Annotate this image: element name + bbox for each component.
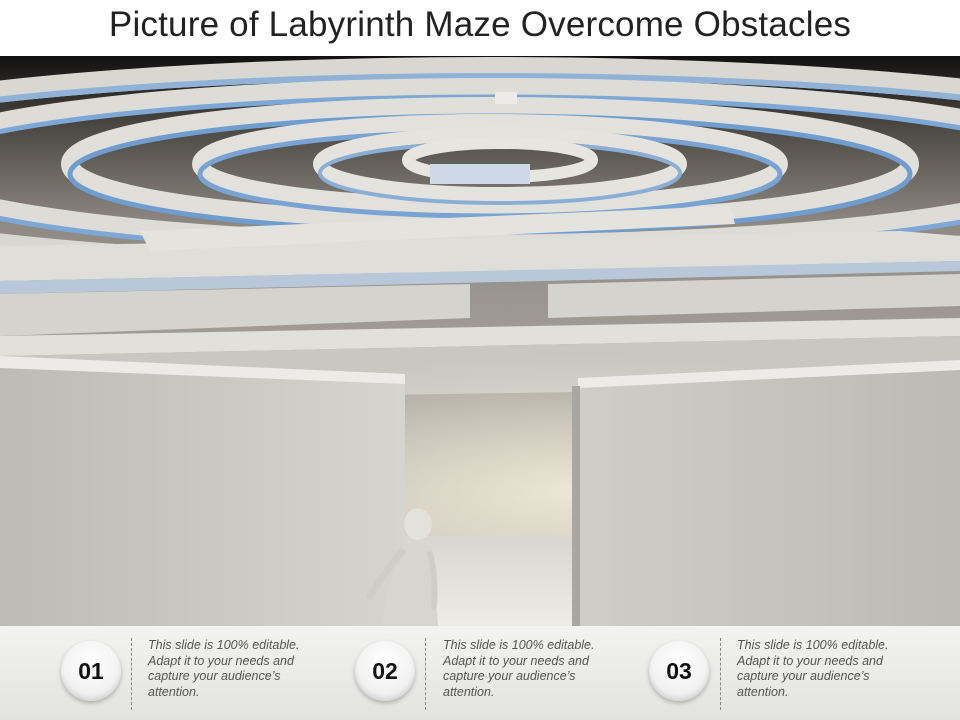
slide-title: Picture of Labyrinth Maze Overcome Obsta… [108, 5, 852, 44]
step-description: This slide is 100% editable. Adapt it to… [148, 638, 300, 699]
maze-wall-left [0, 356, 405, 626]
step-number-badge: 03 [649, 641, 709, 701]
person-figure [366, 508, 438, 626]
maze-wall-right [572, 360, 960, 626]
steps-footer: 01 This slide is 100% editable. Adapt it… [0, 626, 960, 720]
step-description: This slide is 100% editable. Adapt it to… [443, 638, 595, 699]
dashed-divider [131, 638, 132, 710]
step-description: This slide is 100% editable. Adapt it to… [737, 638, 889, 699]
step-number: 02 [372, 657, 398, 684]
slide-header: Picture of Labyrinth Maze Overcome Obsta… [0, 0, 960, 56]
step-number: 03 [666, 657, 692, 684]
step-number-badge: 02 [355, 641, 415, 701]
dashed-divider [425, 638, 426, 710]
step-number: 01 [78, 657, 104, 684]
labyrinth-maze-image [0, 56, 960, 626]
step-number-badge: 01 [61, 641, 121, 701]
dashed-divider [720, 638, 721, 710]
